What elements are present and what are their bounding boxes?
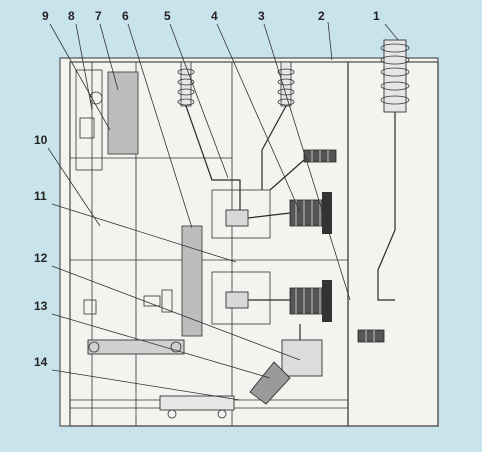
callout-14: 14: [34, 355, 48, 369]
breaker-handle: [161, 289, 173, 313]
lever-pivot: [88, 341, 100, 353]
main-busbar-bushing: [380, 39, 410, 113]
callout-5: 5: [164, 9, 171, 23]
callout-6: 6: [122, 9, 129, 23]
truck-wheel-rear: [217, 409, 227, 419]
circuit-breaker-column: [181, 225, 203, 337]
callout-13: 13: [34, 299, 48, 313]
lower-stationary-contact: [289, 280, 332, 322]
current-transformer: [281, 339, 323, 377]
upper-contact-box: [211, 189, 271, 239]
callout-11: 11: [34, 189, 47, 203]
callout-9: 9: [42, 9, 49, 23]
busbar-conductor: [377, 112, 396, 301]
earthing-switch: [249, 361, 291, 405]
callout-3: 3: [258, 9, 265, 23]
upper-link: [247, 212, 291, 219]
top-bushing-right: [277, 61, 295, 107]
upper-tap: [269, 159, 305, 191]
counter-box: [83, 299, 97, 315]
callout-12: 12: [34, 251, 48, 265]
lower-contact: [225, 291, 249, 309]
truck-wheel-front: [167, 409, 177, 419]
withdrawable-truck: [159, 395, 235, 411]
callout-1: 1: [373, 9, 380, 23]
callout-8: 8: [68, 9, 75, 23]
upper-bushing-horizontal: [303, 149, 337, 163]
cable-bushing: [357, 329, 385, 343]
lower-contact-box: [211, 271, 271, 325]
relay-panel: [107, 71, 139, 155]
operating-lever: [87, 339, 185, 355]
callout-4: 4: [211, 9, 218, 23]
instrument-panel: [75, 69, 103, 171]
leader-lines: [47, 21, 399, 401]
upper-contact: [225, 209, 249, 227]
lever-end: [170, 341, 182, 353]
control-switch: [79, 117, 95, 139]
callout-10: 10: [34, 133, 48, 147]
callout-7: 7: [95, 9, 102, 23]
callout-2: 2: [318, 9, 325, 23]
upper-conductor-left: [185, 105, 241, 210]
upper-conductor-right: [261, 105, 287, 190]
